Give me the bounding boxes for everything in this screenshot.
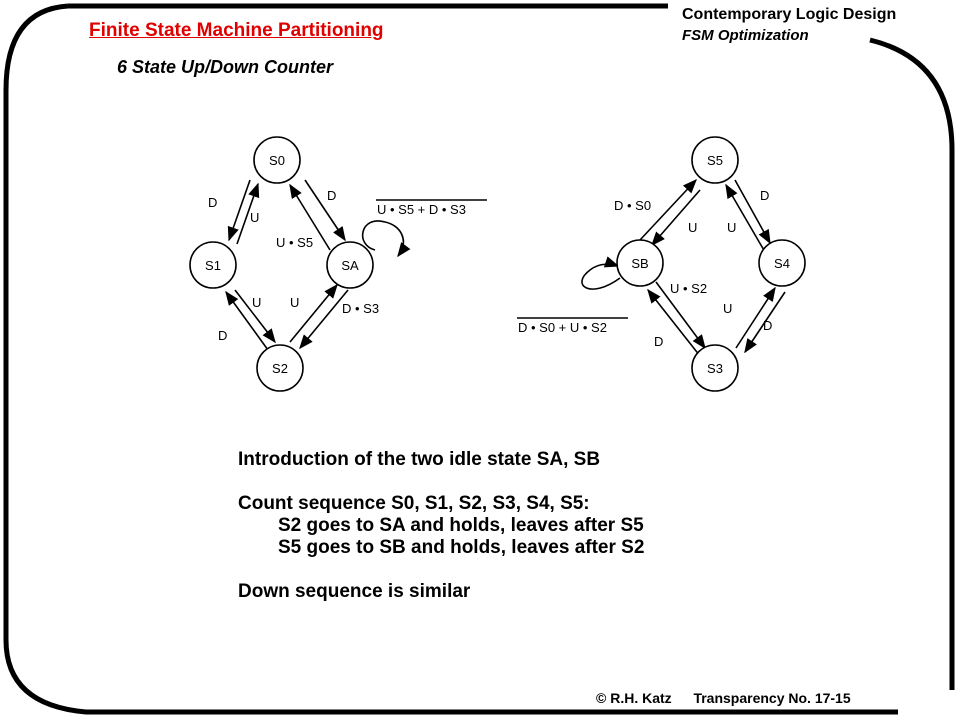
label-d-s0: D • S0 [614,198,651,213]
state-s5 [691,136,739,184]
edge-sb-self-loop [581,256,621,290]
note-line-5: Down sequence is similar [238,581,471,602]
label-u-s5: U • S5 [276,235,313,250]
edge-s0-to-s1 [227,179,251,242]
state-s4 [758,239,806,287]
edge-s5-to-s4 [734,179,771,245]
course-title: Contemporary Logic Design [682,6,897,23]
label-d-s2-s1: D [218,328,227,343]
left-fsm: S0 S1 SA S2 D U D U • S5 U U D D • S3 U … [189,136,487,392]
edge-s2-to-s1 [225,290,269,351]
state-s0-label: S0 [269,153,285,168]
edge-s4-to-s5 [725,183,766,253]
state-s4-label: S4 [774,256,790,271]
edge-sb-to-s5 [639,178,697,241]
topic-title: FSM Optimization [682,27,809,44]
label-d-s4-s3: D [763,318,772,333]
footer: © R.H. Katz Transparency No. 17-15 [596,690,851,706]
label-u-s2-sa: U [290,295,299,310]
edge-s1-to-s2 [234,289,276,344]
state-sb-label: SB [631,256,648,271]
label-d-s0-s1: D [208,195,217,210]
label-u-s1-s0: U [250,210,259,225]
label-d-s0-sa: D [327,188,336,203]
note-line-3: S2 goes to SA and holds, leaves after S5 [278,515,644,536]
note-line-4: S5 goes to SB and holds, leaves after S2 [278,537,645,558]
label-u-s1-s2: U [252,295,261,310]
slide-subtitle: 6 State Up/Down Counter [117,57,334,77]
footer-transparency: Transparency No. 17-15 [693,690,851,706]
edge-s0-to-sa [304,179,346,242]
label-d-s4-s5: D [760,188,769,203]
state-s2-label: S2 [272,361,288,376]
note-line-2: Count sequence S0, S1, S2, S3, S4, S5: [238,493,590,514]
edge-s1-to-s0 [236,182,260,245]
label-u-s2: U • S2 [670,281,707,296]
explanation-text: Introduction of the two idle state SA, S… [238,449,644,603]
label-d-s3: D • S3 [342,301,379,316]
state-sb [616,239,664,287]
slide-title: Finite State Machine Partitioning [89,20,384,41]
edge-sa-self-loop [361,220,411,258]
edge-sa-to-s2 [299,289,349,350]
state-s2 [256,344,304,392]
state-s0 [253,136,301,184]
edge-sb-to-s3 [655,281,706,350]
state-s1-label: S1 [205,258,221,273]
state-s5-label: S5 [707,153,723,168]
label-self-loop-sa: U • S5 + D • S3 [377,202,466,217]
edge-s3-to-s4 [735,286,776,349]
state-s3-label: S3 [707,361,723,376]
footer-author: © R.H. Katz [596,690,672,706]
right-fsm: S5 SB S4 S3 D • S0 U U D U • S2 U D D D … [517,136,806,392]
label-u-s3-s4: U [723,301,732,316]
edge-s2-to-sa [289,283,338,343]
label-u-sb-s5: U [688,220,697,235]
state-s3 [691,344,739,392]
state-s1 [189,241,237,289]
state-sa-label: SA [341,258,359,273]
edge-s3-to-sb [647,288,701,357]
state-sa [326,241,374,289]
label-d-s3-sb: D [654,334,663,349]
note-line-1: Introduction of the two idle state SA, S… [238,449,601,470]
edge-s4-to-s3 [744,291,786,354]
label-u-s5-s4: U [727,220,736,235]
edge-s5-to-sb [651,189,701,247]
label-self-loop-sb: D • S0 + U • S2 [518,320,607,335]
edge-sa-to-s0 [289,183,331,251]
